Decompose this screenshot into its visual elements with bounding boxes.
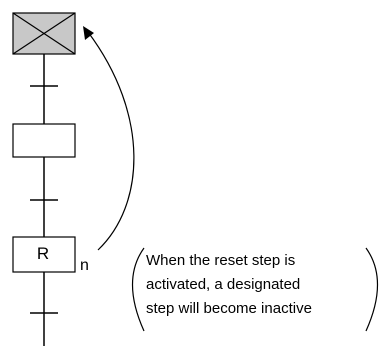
- step-box: [12, 123, 76, 158]
- note-line-2: activated, a designated: [146, 276, 301, 293]
- reset-step-box: [12, 236, 76, 273]
- reset-target-label: n: [80, 257, 89, 274]
- reset-note: When the reset step is activated, a desi…: [146, 249, 312, 321]
- reset-arrow-curve: [87, 31, 135, 251]
- initial-step-box: [12, 12, 76, 55]
- reset-step-label: R: [36, 244, 50, 263]
- note-paren-right: [365, 247, 379, 332]
- note-line-3: step will become inactive: [146, 300, 312, 317]
- reset-arrow-head: [83, 26, 94, 40]
- note-paren-left: [131, 247, 145, 332]
- note-line-1: When the reset step is: [146, 252, 296, 269]
